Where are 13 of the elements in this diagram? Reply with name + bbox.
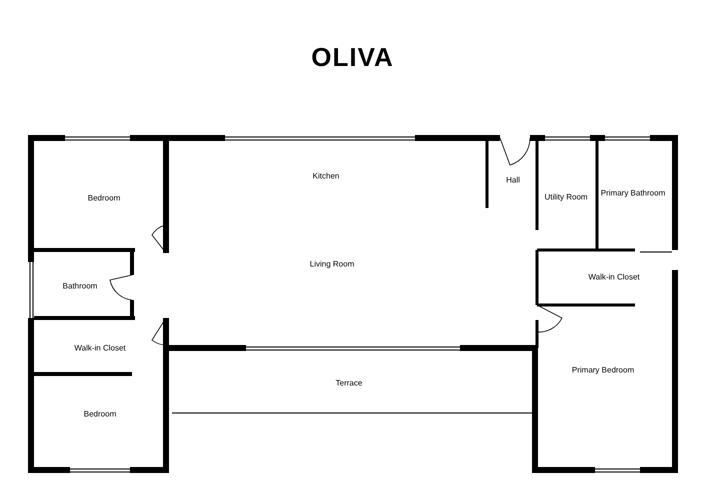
room-label: Bedroom [88, 194, 120, 202]
room-label: Primary Bedroom [572, 366, 634, 374]
room-label: Utility Room [544, 192, 588, 202]
room-label: Terrace [336, 378, 362, 388]
room-label: Primary Bathroom [600, 188, 666, 198]
room-label: Living Room [310, 260, 354, 268]
room-label: Walk-in Closet [74, 344, 126, 352]
room-label: Walk-in Closet [588, 272, 640, 282]
room-label: Bathroom [62, 282, 98, 290]
room-label: Hall [506, 176, 520, 184]
room-label: Kitchen [312, 172, 340, 180]
plan-title: OLIVA [310, 42, 395, 73]
room-label: Bedroom [84, 410, 116, 418]
